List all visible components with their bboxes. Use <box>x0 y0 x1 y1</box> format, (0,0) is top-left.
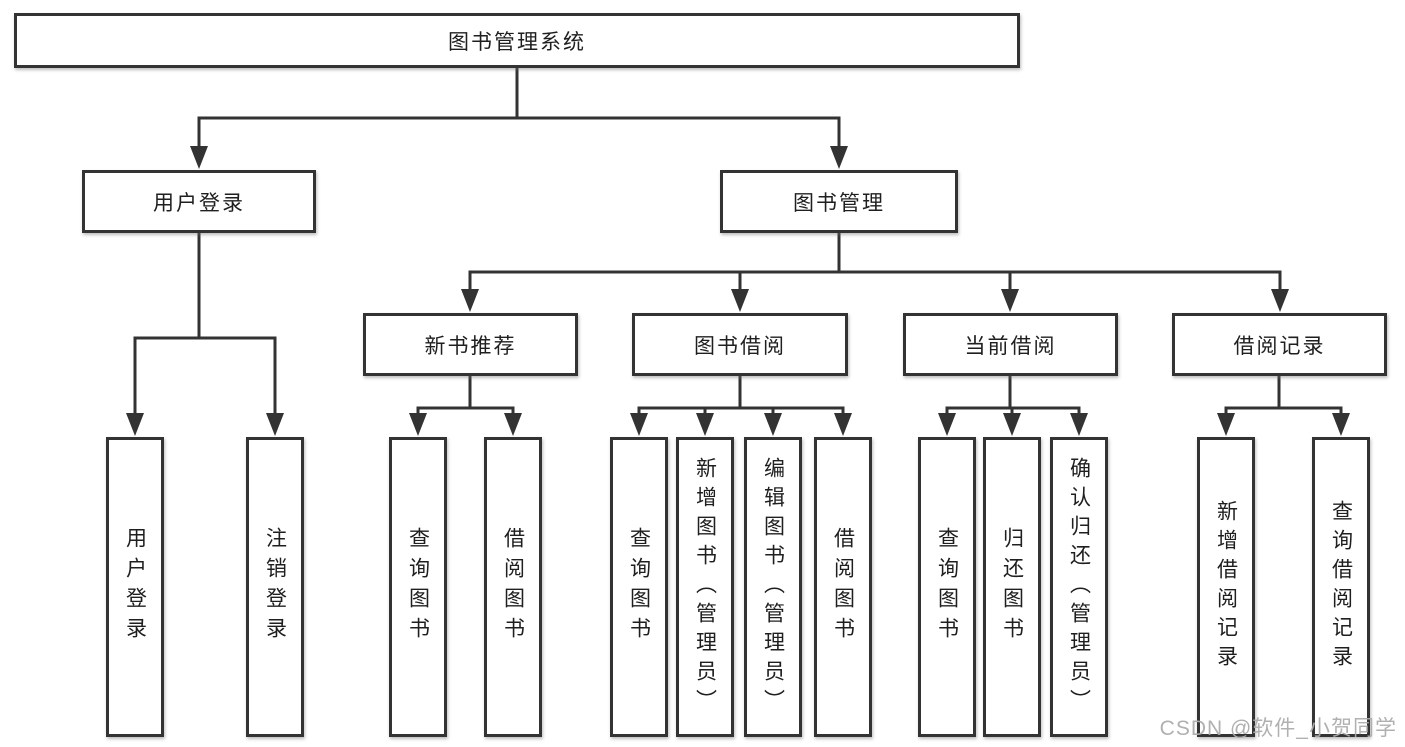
leaf-add-books-admin: 新增图书（管理员） <box>676 437 734 737</box>
leaf-current-query-books: 查询图书 <box>918 437 976 737</box>
leaf-return-books-label: 归还图书 <box>1000 527 1024 647</box>
connector-borrow-records-to-leaves <box>1217 376 1350 436</box>
node-root-system-label: 图书管理系统 <box>448 30 586 54</box>
connector-new-book-rec-to-leaves <box>409 376 522 436</box>
leaf-confirm-return-admin: 确认归还（管理员） <box>1050 437 1108 737</box>
connector-user-login-to-leaves <box>126 233 284 436</box>
leaf-rec-borrow-books: 借阅图书 <box>484 437 542 737</box>
leaf-logout-label: 注销登录 <box>263 527 287 647</box>
leaf-add-books-admin-label: 新增图书（管理员） <box>693 456 717 718</box>
leaf-return-books: 归还图书 <box>983 437 1041 737</box>
leaf-confirm-return-admin-label: 确认归还（管理员） <box>1067 456 1091 718</box>
leaf-edit-books-admin: 编辑图书（管理员） <box>744 437 802 737</box>
node-new-book-rec: 新书推荐 <box>363 313 578 376</box>
node-borrow-records: 借阅记录 <box>1172 313 1387 376</box>
leaf-borrow-query-books: 查询图书 <box>610 437 668 737</box>
node-borrow-records-label: 借阅记录 <box>1233 334 1326 358</box>
node-new-book-rec-label: 新书推荐 <box>424 334 517 358</box>
connector-root-to-level2 <box>190 68 848 169</box>
leaf-rec-borrow-books-label: 借阅图书 <box>501 527 525 647</box>
connector-book-mgmt-to-level3 <box>461 233 1289 312</box>
node-book-borrow-label: 图书借阅 <box>694 334 786 358</box>
leaf-query-borrow-record-label: 查询借阅记录 <box>1329 500 1353 674</box>
leaf-logout: 注销登录 <box>246 437 304 737</box>
leaf-rec-query-books-label: 查询图书 <box>406 527 430 647</box>
leaf-user-login-label: 用户登录 <box>123 527 147 647</box>
csdn-watermark: CSDN @软件_小贺同学 <box>1159 717 1397 740</box>
node-book-borrow: 图书借阅 <box>632 313 848 376</box>
node-book-mgmt-label: 图书管理 <box>793 191 885 215</box>
node-current-borrow: 当前借阅 <box>903 313 1118 376</box>
connector-current-borrow-to-leaves <box>938 376 1088 436</box>
leaf-query-borrow-record: 查询借阅记录 <box>1312 437 1370 737</box>
connector-book-borrow-to-leaves <box>630 376 852 436</box>
leaf-user-login: 用户登录 <box>106 437 164 737</box>
leaf-borrow-query-books-label: 查询图书 <box>627 527 651 647</box>
node-current-borrow-label: 当前借阅 <box>964 334 1057 358</box>
leaf-rec-query-books: 查询图书 <box>389 437 447 737</box>
leaf-current-query-books-label: 查询图书 <box>935 527 959 647</box>
leaf-add-borrow-record: 新增借阅记录 <box>1197 437 1255 737</box>
leaf-borrow-books-label: 借阅图书 <box>831 527 855 647</box>
leaf-add-borrow-record-label: 新增借阅记录 <box>1214 500 1238 674</box>
leaf-edit-books-admin-label: 编辑图书（管理员） <box>761 456 785 718</box>
node-user-login: 用户登录 <box>82 170 316 233</box>
node-user-login-label: 用户登录 <box>153 191 245 215</box>
node-book-mgmt: 图书管理 <box>720 170 958 233</box>
leaf-borrow-books: 借阅图书 <box>814 437 872 737</box>
node-root-system: 图书管理系统 <box>14 13 1020 68</box>
